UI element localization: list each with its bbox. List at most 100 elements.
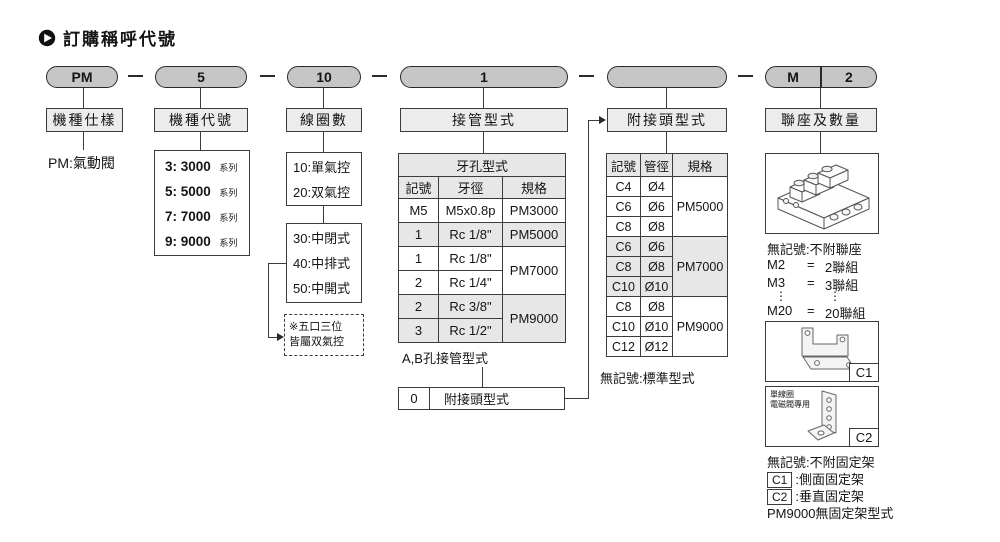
code-separator (738, 75, 753, 77)
model-code-suffix: 系列 (219, 188, 238, 198)
header-manifold-qty-label: 聯座及數量 (781, 112, 861, 128)
model-code-value: 3: 3000 (165, 159, 211, 174)
fitting-code-box: 0 附接頭型式 (398, 387, 565, 410)
header-coil-count: 線圈數 (286, 108, 362, 132)
col-header: 管徑 (640, 153, 673, 177)
pill-coil-label: 10 (316, 69, 332, 85)
play-circle-icon (38, 29, 56, 46)
bracket-c2-tag: C2 (849, 428, 879, 447)
cell-dia: Ø6 (640, 236, 673, 257)
pill-manifold: M 2 (765, 66, 877, 88)
model-code-item: 7: 7000 系列 (155, 205, 249, 230)
coil-option: 30:中閉式 (293, 231, 351, 246)
model-code-suffix: 系列 (219, 163, 238, 173)
pill-model-prefix: PM (46, 66, 118, 88)
header-coil-count-label: 線圈數 (300, 112, 348, 128)
model-code-value: 7: 7000 (165, 209, 211, 224)
cell-spec: PM5000 (672, 176, 728, 237)
bracket-c2-tag-label: C2 (855, 430, 873, 445)
option-code: M2 (767, 257, 786, 272)
cell-mark: C12 (606, 336, 641, 357)
header-model-code: 機種代號 (154, 108, 248, 132)
fitting-code-label: 附接頭型式 (444, 392, 510, 407)
option-value: 3聯組 (825, 278, 859, 293)
coil-note-line: ※五口三位 (289, 321, 343, 333)
model-code-value: 9: 9000 (165, 234, 211, 249)
bracket-c1-note: C1:側面固定架 (767, 469, 864, 488)
model-code-suffix: 系列 (219, 238, 238, 248)
page-title-row: 訂購稱呼代號 (38, 25, 177, 50)
manifold-option: M2 = 2聯組 (767, 257, 858, 276)
model-spec-note: PM:氣動閥 (48, 155, 115, 171)
pill-manifold-code: M (787, 69, 799, 85)
model-code-value: 5: 5000 (165, 184, 211, 199)
model-code-item: 3: 3000 系列 (155, 155, 249, 180)
pm9000-note: PM9000無固定架型式 (767, 506, 894, 521)
connector-line (666, 88, 667, 108)
model-code-item: 5: 5000 系列 (155, 180, 249, 205)
cell-mark: 2 (398, 270, 439, 295)
bracket-c2-box: 單線圈 電磁閥專用 C2 (765, 386, 879, 447)
cell-size: Rc 1/8" (438, 246, 503, 271)
connector-line (588, 120, 600, 121)
cell-dia: Ø4 (640, 176, 673, 197)
cell-spec: PM3000 (502, 198, 566, 223)
manifold-option: M3 = 3聯組 (767, 275, 858, 294)
fitting-table-note: 無記號:標準型式 (600, 371, 695, 386)
bracket-c1-inline-tag: C1 (767, 472, 793, 488)
col-header: 規格 (502, 176, 566, 199)
option-value: 2聯組 (825, 260, 859, 275)
cell-mark: C10 (606, 316, 641, 337)
model-code-box: 3: 3000 系列 5: 5000 系列 7: 7000 系列 9: 9000… (154, 150, 250, 256)
cell-mark: 1 (398, 246, 439, 271)
header-model-spec: 機種仕樣 (46, 108, 123, 132)
col-header: 記號 (606, 153, 641, 177)
arrow-right-icon (599, 116, 606, 124)
bracket-c2-desc: :垂直固定架 (795, 489, 864, 504)
cell-mark: C6 (606, 236, 641, 257)
connector-line (588, 120, 589, 399)
code-separator (579, 75, 594, 77)
cell-mark: C10 (606, 276, 641, 297)
thread-table-caption: A,B孔接管型式 (402, 351, 488, 366)
cell-spec: PM7000 (672, 236, 728, 297)
bracket-c2-note-line: 單線圈 (770, 390, 794, 399)
connector-line (323, 132, 324, 152)
bracket-c2-note: 單線圈 電磁閥專用 (770, 390, 810, 409)
arrow-right-icon (277, 333, 284, 341)
fitting-code-value: 0 (399, 388, 430, 409)
coil-note-line: 皆屬双氣控 (289, 336, 344, 348)
pill-piping-label: 1 (480, 69, 488, 85)
manifold-option: M20 = 20聯組 (767, 303, 865, 322)
pill-coil: 10 (287, 66, 361, 88)
model-code-item: 9: 9000 系列 (155, 230, 249, 255)
cell-dia: Ø6 (640, 196, 673, 217)
pill-manifold-qty: 2 (844, 69, 853, 85)
cell-size: Rc 1/8" (438, 222, 503, 247)
col-header: 規格 (672, 153, 728, 177)
cell-mark: 3 (398, 318, 439, 343)
cell-mark: C8 (606, 216, 641, 237)
bracket-c2-note-line: 電磁閥專用 (770, 399, 810, 409)
code-separator (128, 75, 143, 77)
cell-dia: Ø8 (640, 216, 673, 237)
cell-size: M5x0.8p (438, 198, 503, 223)
cell-mark: C8 (606, 256, 641, 277)
col-header: 牙徑 (438, 176, 503, 199)
cell-size: Rc 1/4" (438, 270, 503, 295)
bracket-c2-note-row: C2:垂直固定架 (767, 486, 864, 505)
pill-piping: 1 (400, 66, 568, 88)
connector-line (83, 88, 84, 108)
cell-size: Rc 1/2" (438, 318, 503, 343)
cell-mark: 2 (398, 294, 439, 319)
cell-dia: Ø8 (640, 296, 673, 317)
header-fitting-type: 附接頭型式 (607, 108, 727, 132)
option-code: M3 (767, 275, 786, 290)
pill-series-label: 5 (197, 69, 205, 85)
cell-mark: 1 (398, 222, 439, 247)
pill-divider (820, 67, 822, 87)
bracket-c1-illustration (801, 327, 856, 370)
cell-mark: C4 (606, 176, 641, 197)
pill-series: 5 (155, 66, 247, 88)
cell-mark: C8 (606, 296, 641, 317)
